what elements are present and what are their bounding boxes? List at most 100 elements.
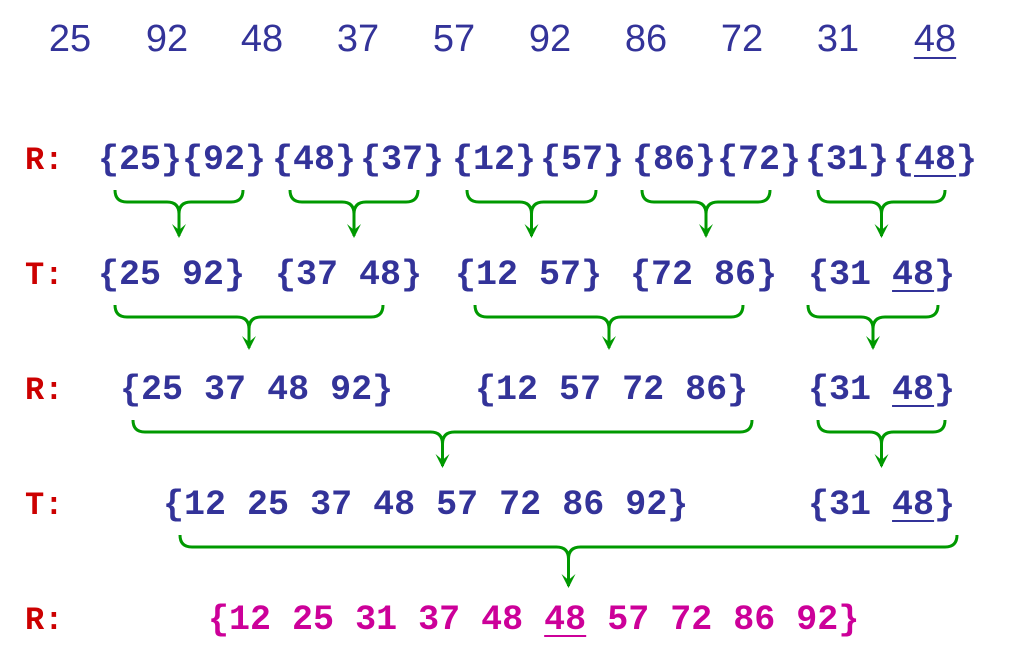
- merge-bracket: [178, 534, 959, 586]
- run-number: 37: [310, 485, 353, 525]
- sorted-run: {12 57}: [455, 255, 603, 295]
- sorted-run: {25 92}: [98, 255, 246, 295]
- sorted-run: {86}: [632, 140, 717, 180]
- run-number: 92: [182, 255, 225, 295]
- merge-bracket: [465, 189, 598, 236]
- input-number: 92: [145, 18, 189, 60]
- run-number: 48: [914, 140, 957, 180]
- merge-bracket: [113, 304, 385, 348]
- merge-bracket: [473, 304, 745, 348]
- run-number: 48: [892, 485, 935, 525]
- run-number: 37: [296, 255, 339, 295]
- arrow-down-icon: [242, 336, 256, 350]
- row-label: R:: [25, 372, 64, 409]
- run-number: 92: [625, 485, 668, 525]
- input-number: 72: [720, 18, 764, 60]
- run-number: 57: [436, 485, 479, 525]
- input-number: 48: [240, 18, 284, 60]
- run-number: 86: [685, 370, 728, 410]
- run-number: 86: [714, 255, 757, 295]
- merge-bracket: [113, 189, 245, 236]
- sorted-run: {48}: [272, 140, 357, 180]
- run-number: 37: [418, 600, 461, 640]
- run-number: 37: [381, 140, 424, 180]
- run-number: 12: [476, 255, 519, 295]
- sorted-run: {31 48}: [808, 485, 956, 525]
- sorted-run: {92}: [182, 140, 267, 180]
- run-number: 57: [561, 140, 604, 180]
- run-number: 48: [892, 370, 935, 410]
- sorted-run: {48}: [893, 140, 978, 180]
- run-number: 12: [229, 600, 272, 640]
- arrow-down-icon: [699, 224, 713, 238]
- input-number: 57: [432, 18, 476, 60]
- run-number: 31: [355, 600, 398, 640]
- run-number: 31: [826, 140, 869, 180]
- input-number: 31: [816, 18, 860, 60]
- run-number: 48: [481, 600, 524, 640]
- input-number: 25: [48, 18, 92, 60]
- run-number: 25: [247, 485, 290, 525]
- merge-bracket: [816, 189, 947, 236]
- arrow-down-icon: [874, 454, 889, 468]
- run-number: 72: [622, 370, 665, 410]
- arrow-down-icon: [172, 224, 186, 238]
- arrow-down-icon: [561, 574, 576, 588]
- input-number: 86: [624, 18, 668, 60]
- sorted-run: {37 48}: [275, 255, 423, 295]
- run-number: 12: [473, 140, 516, 180]
- arrow-down-icon: [866, 336, 880, 350]
- merge-bracket: [131, 419, 754, 466]
- arrow-down-icon: [602, 336, 616, 350]
- run-number: 12: [184, 485, 227, 525]
- run-number: 31: [829, 485, 872, 525]
- run-number: 12: [496, 370, 539, 410]
- arrow-down-icon: [874, 224, 889, 238]
- sorted-run: {25}: [98, 140, 183, 180]
- merge-bracket: [806, 304, 940, 348]
- merge-bracket: [288, 189, 420, 236]
- sorted-run: {12 25 31 37 48 48 57 72 86 92}: [208, 600, 860, 640]
- run-number: 25: [119, 140, 162, 180]
- arrow-down-icon: [347, 224, 361, 238]
- sorted-run: {57}: [540, 140, 625, 180]
- arrow-down-icon: [524, 224, 539, 238]
- sorted-run: {72 86}: [630, 255, 778, 295]
- run-number: 57: [607, 600, 650, 640]
- sorted-run: {25 37 48 92}: [120, 370, 394, 410]
- arrow-down-icon: [435, 454, 450, 468]
- sorted-run: {31}: [805, 140, 890, 180]
- run-number: 72: [499, 485, 542, 525]
- row-label: T:: [25, 257, 64, 294]
- merge-bracket: [640, 189, 772, 236]
- run-number: 92: [796, 600, 839, 640]
- run-number: 92: [330, 370, 373, 410]
- sorted-run: {31 48}: [808, 370, 956, 410]
- run-number: 31: [829, 370, 872, 410]
- row-label: T:: [25, 487, 64, 524]
- run-number: 48: [359, 255, 402, 295]
- run-number: 48: [293, 140, 336, 180]
- run-number: 25: [119, 255, 162, 295]
- run-number: 86: [653, 140, 696, 180]
- sorted-run: {12}: [452, 140, 537, 180]
- run-number: 72: [670, 600, 713, 640]
- run-number: 48: [892, 255, 935, 295]
- input-number: 37: [336, 18, 380, 60]
- merge-bracket: [816, 419, 947, 466]
- run-number: 57: [539, 255, 582, 295]
- run-number: 25: [292, 600, 335, 640]
- row-label: R:: [25, 602, 64, 639]
- run-number: 86: [562, 485, 605, 525]
- input-number: 92: [528, 18, 572, 60]
- run-number: 31: [829, 255, 872, 295]
- sorted-run: {12 57 72 86}: [475, 370, 749, 410]
- run-number: 25: [141, 370, 184, 410]
- input-number: 48: [913, 18, 957, 60]
- run-number: 72: [738, 140, 781, 180]
- sorted-run: {37}: [360, 140, 445, 180]
- sorted-run: {12 25 37 48 57 72 86 92}: [163, 485, 689, 525]
- run-number: 92: [203, 140, 246, 180]
